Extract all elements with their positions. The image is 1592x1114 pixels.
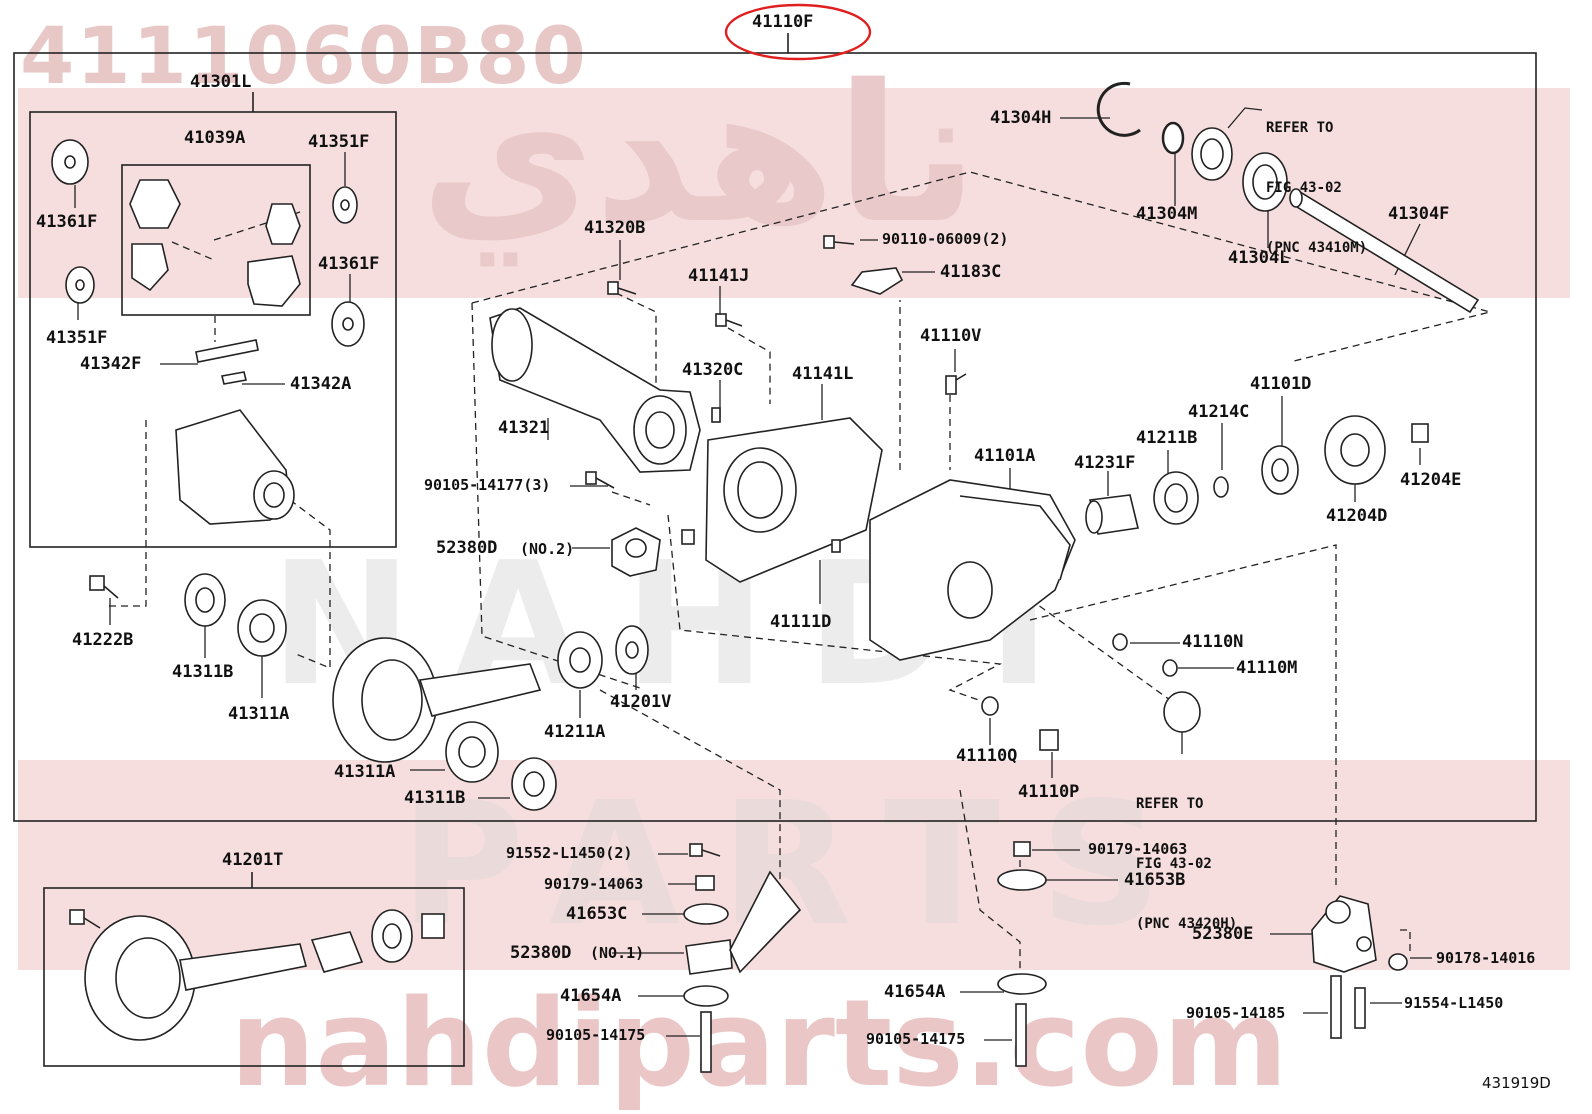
part-label-41654a[interactable]: 41654A <box>560 986 622 1006</box>
part-label-41110m[interactable]: 41110M <box>1236 658 1298 678</box>
part-label-41110p[interactable]: 41110P <box>1018 782 1080 802</box>
watermark-band-bottom <box>18 760 1570 970</box>
part-label-41204e[interactable]: 41204E <box>1400 470 1462 490</box>
part-label-41304f[interactable]: 41304F <box>1388 204 1450 224</box>
part-label-41304m[interactable]: 41304M <box>1136 204 1198 224</box>
part-label-41320c[interactable]: 41320C <box>682 360 744 380</box>
part-label-41222b[interactable]: 41222B <box>72 630 134 650</box>
diff-subassy-frame <box>29 111 397 548</box>
part-label-41141l[interactable]: 41141L <box>792 364 854 384</box>
refer-note-bottom: REFER TO FIG 43-02 (PNC 43420H) <box>1136 754 1237 974</box>
refer-note-top-line1: REFER TO <box>1266 120 1334 136</box>
part-label-41342f[interactable]: 41342F <box>80 354 142 374</box>
part-label-90178-14016[interactable]: 90178-14016 <box>1436 949 1536 967</box>
part-number-header: 4111060B80 <box>20 12 588 102</box>
part-label-41110n[interactable]: 41110N <box>1182 632 1244 652</box>
part-label-91554-l1450[interactable]: 91554-L1450 <box>1404 994 1504 1012</box>
part-label-41039a[interactable]: 41039A <box>184 128 246 148</box>
part-label-41351f[interactable]: 41351F <box>46 328 108 348</box>
highlight-circle <box>724 3 872 61</box>
part-label-90105-14177[interactable]: 90105-14177(3) <box>424 476 551 494</box>
part-label-41211a[interactable]: 41211A <box>544 722 606 742</box>
part-label-90105-14175[interactable]: 90105-14175 <box>866 1030 966 1048</box>
part-label-41141j[interactable]: 41141J <box>688 266 750 286</box>
watermark-site: nahdiparts.com <box>230 975 1288 1114</box>
part-label-41320b[interactable]: 41320B <box>584 218 646 238</box>
part-label-52380e[interactable]: 52380E <box>1192 924 1254 944</box>
part-label-41110q[interactable]: 41110Q <box>956 746 1018 766</box>
refer-note-top-line3: (PNC 43410M) <box>1266 240 1368 256</box>
part-label-41201t[interactable]: 41201T <box>222 850 284 870</box>
part-label-90179-14063[interactable]: 90179-14063 <box>1088 840 1188 858</box>
part-label-52380d-no1[interactable]: 52380D <box>510 943 572 963</box>
part-label-41361f[interactable]: 41361F <box>318 254 380 274</box>
part-label-41183c[interactable]: 41183C <box>940 262 1002 282</box>
part-label-41211b[interactable]: 41211B <box>1136 428 1198 448</box>
part-label-91552-l1450[interactable]: 91552-L1450(2) <box>506 844 633 862</box>
part-label-90105-14185[interactable]: 90105-14185 <box>1186 1004 1286 1022</box>
part-label-90110-06009[interactable]: 90110-06009(2) <box>882 230 1009 248</box>
ring-pinion-frame <box>43 887 465 1067</box>
part-label-41111d[interactable]: 41111D <box>770 612 832 632</box>
part-label-41304h[interactable]: 41304H <box>990 108 1052 128</box>
part-label-41654a[interactable]: 41654A <box>884 982 946 1002</box>
part-label-41321[interactable]: 41321 <box>498 418 550 438</box>
part-label-41110f[interactable]: 41110F <box>752 12 814 32</box>
part-label-41214c[interactable]: 41214C <box>1188 402 1250 422</box>
part-label-41101a[interactable]: 41101A <box>974 446 1036 466</box>
watermark-arabic: ناهدي <box>420 44 979 265</box>
main-frame <box>13 52 1537 822</box>
part-label-90179-14063[interactable]: 90179-14063 <box>544 875 644 893</box>
part-label-52380d-no2-qualifier: (NO.2) <box>520 540 575 558</box>
refer-note-bottom-line3: (PNC 43420H) <box>1136 916 1238 932</box>
part-label-52380d-no1-qualifier: (NO.1) <box>590 944 645 962</box>
part-label-41361f[interactable]: 41361F <box>36 212 98 232</box>
part-label-41304l[interactable]: 41304L <box>1228 248 1290 268</box>
catalog-code: 431919D <box>1482 1074 1551 1092</box>
part-label-41101d[interactable]: 41101D <box>1250 374 1312 394</box>
part-label-41231f[interactable]: 41231F <box>1074 453 1136 473</box>
part-label-41311b[interactable]: 41311B <box>172 662 234 682</box>
part-label-41653c[interactable]: 41653C <box>566 904 628 924</box>
refer-note-top-line2: FIG 43-02 <box>1266 180 1342 196</box>
part-label-41110v[interactable]: 41110V <box>920 326 982 346</box>
refer-note-top: REFER TO FIG 43-02 (PNC 43410M) <box>1266 78 1367 298</box>
part-label-41201v[interactable]: 41201V <box>610 692 672 712</box>
part-label-41204d[interactable]: 41204D <box>1326 506 1388 526</box>
part-label-41653b[interactable]: 41653B <box>1124 870 1186 890</box>
refer-note-bottom-line1: REFER TO <box>1136 796 1204 812</box>
part-label-41311b[interactable]: 41311B <box>404 788 466 808</box>
part-label-41311a[interactable]: 41311A <box>334 762 396 782</box>
part-label-90105-14175[interactable]: 90105-14175 <box>546 1026 646 1044</box>
refer-note-bottom-line2: FIG 43-02 <box>1136 856 1212 872</box>
part-label-41311a[interactable]: 41311A <box>228 704 290 724</box>
pinion-set-frame <box>121 164 311 316</box>
part-label-41342a[interactable]: 41342A <box>290 374 352 394</box>
part-label-41351f[interactable]: 41351F <box>308 132 370 152</box>
part-label-52380d-no2[interactable]: 52380D <box>436 538 498 558</box>
part-label-41301l[interactable]: 41301L <box>190 72 252 92</box>
